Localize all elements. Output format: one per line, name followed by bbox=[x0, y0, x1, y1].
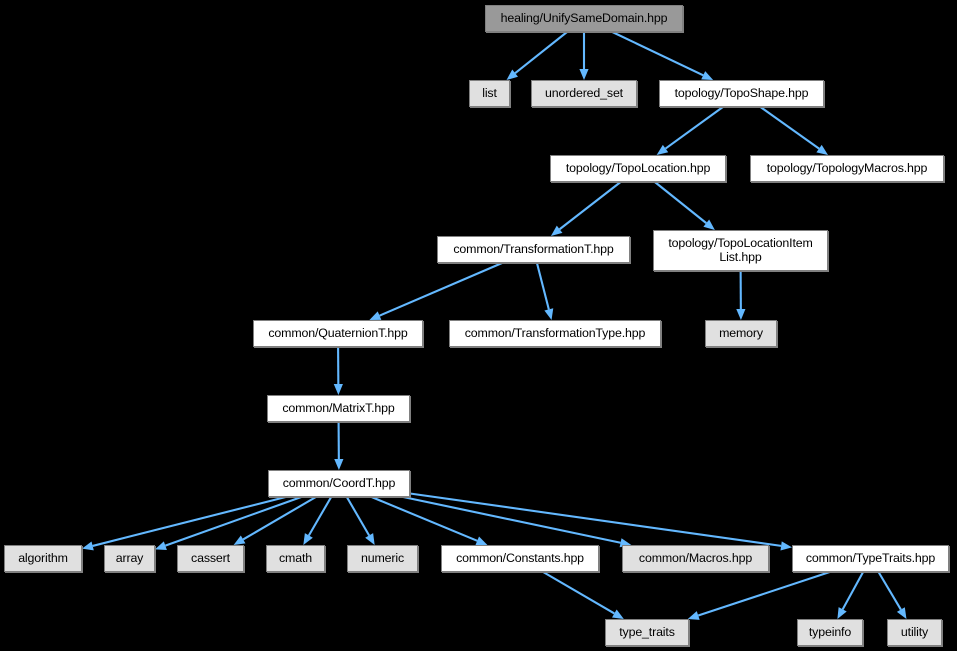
graph-edge-coordt-to-algorithm bbox=[82, 495, 286, 551]
graph-node-label: common/Constants.hpp bbox=[456, 550, 584, 565]
graph-node-constants[interactable]: common/Constants.hpp bbox=[441, 545, 599, 572]
graph-edge-toposhape-to-topologymacros bbox=[759, 106, 829, 155]
graph-edge-transformationt-to-transformtype bbox=[535, 262, 554, 320]
graph-edge-toposhape-to-topolocation bbox=[656, 106, 724, 155]
graph-edge-coordt-to-typetraitshpp bbox=[409, 492, 792, 551]
graph-node-unify[interactable]: healing/UnifySameDomain.hpp bbox=[485, 5, 683, 32]
graph-node-label: cassert bbox=[191, 550, 230, 565]
graph-node-label: type_traits bbox=[619, 624, 675, 639]
graph-node-label: common/CoordT.hpp bbox=[282, 475, 396, 490]
graph-node-quaterniont[interactable]: common/QuaternionT.hpp bbox=[253, 320, 423, 347]
graph-edge-coordt-to-array bbox=[155, 496, 302, 550]
graph-node-label: topology/TopoShape.hpp bbox=[674, 85, 809, 100]
graph-edge-matrixt-to-coordt bbox=[334, 421, 344, 470]
graph-node-list[interactable]: list bbox=[469, 80, 510, 107]
graph-node-toposhape[interactable]: topology/TopoShape.hpp bbox=[659, 80, 824, 107]
graph-edge-typetraitshpp-to-typeinfo bbox=[837, 571, 865, 619]
graph-node-array[interactable]: array bbox=[104, 545, 155, 572]
graph-node-cassert[interactable]: cassert bbox=[177, 545, 244, 572]
graph-node-transformtype[interactable]: common/TransformationType.hpp bbox=[449, 320, 661, 347]
graph-node-label: topology/TopoLocationItem List.hpp bbox=[668, 236, 813, 264]
graph-edge-coordt-to-macros bbox=[402, 495, 632, 548]
graph-node-label: numeric bbox=[360, 550, 405, 565]
graph-node-numeric[interactable]: numeric bbox=[347, 545, 418, 572]
graph-node-algorithm[interactable]: algorithm bbox=[4, 545, 82, 572]
graph-node-type_traits[interactable]: type_traits bbox=[605, 619, 689, 646]
graph-node-topolocation[interactable]: topology/TopoLocation.hpp bbox=[550, 155, 726, 182]
graph-node-label: common/Macros.hpp bbox=[638, 550, 753, 565]
graph-node-label: memory bbox=[719, 325, 763, 340]
graph-node-label: common/MatrixT.hpp bbox=[282, 400, 395, 415]
graph-node-label: common/QuaternionT.hpp bbox=[268, 325, 408, 340]
graph-edge-quaterniont-to-matrixt bbox=[333, 346, 343, 395]
graph-node-label: healing/UnifySameDomain.hpp bbox=[500, 10, 668, 25]
graph-edge-unify-to-toposhape bbox=[611, 31, 714, 80]
graph-node-utility[interactable]: utility bbox=[887, 619, 942, 646]
graph-node-label: common/TypeTraits.hpp bbox=[805, 550, 936, 565]
graph-node-topologymacros[interactable]: topology/TopologyMacros.hpp bbox=[750, 155, 944, 182]
graph-edge-constants-to-type_traits bbox=[542, 571, 624, 619]
graph-node-label: typeinfo bbox=[808, 624, 852, 639]
graph-edge-topolocation-to-transformationt bbox=[550, 181, 622, 236]
graph-node-label: common/TransformationT.hpp bbox=[453, 241, 614, 256]
graph-node-unordered_set[interactable]: unordered_set bbox=[531, 80, 637, 107]
graph-node-matrixt[interactable]: common/MatrixT.hpp bbox=[267, 395, 410, 422]
graph-node-macros[interactable]: common/Macros.hpp bbox=[622, 545, 769, 572]
graph-node-label: cmath bbox=[279, 550, 312, 565]
graph-node-label: algorithm bbox=[18, 550, 68, 565]
graph-edge-typetraitshpp-to-type_traits bbox=[687, 571, 831, 620]
graph-edge-topolocitemlist-to-memory bbox=[736, 270, 746, 320]
graph-node-label: list bbox=[482, 85, 497, 100]
graph-node-label: utility bbox=[900, 624, 929, 639]
graph-edge-unify-to-list bbox=[506, 31, 568, 80]
graph-edge-topolocation-to-topolocitemlist bbox=[654, 181, 715, 230]
graph-node-memory[interactable]: memory bbox=[705, 320, 777, 347]
graph-node-label: common/TransformationType.hpp bbox=[464, 325, 646, 340]
graph-edge-typetraitshpp-to-utility bbox=[877, 571, 907, 619]
graph-edge-coordt-to-cmath bbox=[303, 496, 333, 545]
graph-edge-coordt-to-constants bbox=[371, 496, 488, 546]
graph-node-typeinfo[interactable]: typeinfo bbox=[797, 619, 863, 646]
graph-edge-coordt-to-numeric bbox=[345, 496, 375, 545]
graph-node-cmath[interactable]: cmath bbox=[266, 545, 325, 572]
graph-node-label: topology/TopoLocation.hpp bbox=[565, 160, 711, 175]
graph-node-label: array bbox=[115, 550, 144, 565]
graph-node-coordt[interactable]: common/CoordT.hpp bbox=[268, 470, 410, 497]
graph-node-typetraitshpp[interactable]: common/TypeTraits.hpp bbox=[792, 545, 949, 572]
graph-node-topolocitemlist[interactable]: topology/TopoLocationItem List.hpp bbox=[653, 230, 828, 271]
graph-node-label: unordered_set bbox=[545, 85, 623, 100]
graph-edge-transformationt-to-quaterniont bbox=[369, 262, 503, 320]
graph-edge-coordt-to-cassert bbox=[233, 496, 317, 545]
graph-node-label: topology/TopologyMacros.hpp bbox=[766, 160, 928, 175]
graph-node-transformationt[interactable]: common/TransformationT.hpp bbox=[437, 236, 630, 263]
graph-edge-unify-to-unordered_set bbox=[579, 32, 589, 80]
